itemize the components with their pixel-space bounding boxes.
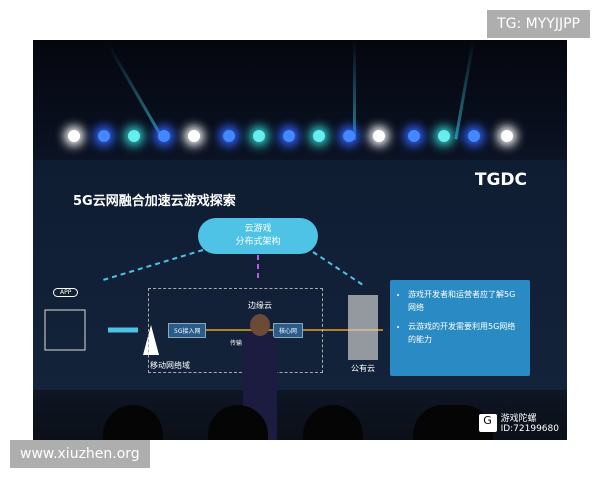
stage-light: [128, 130, 140, 142]
tgdc-logo: TGDC: [474, 170, 527, 190]
stage-light: [408, 130, 420, 142]
light-beam: [353, 40, 356, 140]
stage-light: [68, 130, 80, 142]
cloud-label: 分布式架构: [235, 237, 281, 247]
stage-light: [158, 130, 170, 142]
mobile-network-domain: [148, 288, 323, 373]
audience-head: [103, 405, 163, 440]
stage-light: [253, 130, 265, 142]
slide-title: 5G云网融合加速云游戏探索: [73, 194, 236, 209]
stage-light: [223, 130, 235, 142]
watermark: G 游戏陀螺 ID:72199680: [478, 411, 559, 434]
app-label: APP: [53, 288, 79, 297]
info-box: 游戏开发者和运营者应了解5G网络 云游戏的开发需要利用5G网络的能力: [390, 280, 530, 376]
site-overlay: www.xiuzhen.org: [10, 440, 150, 468]
diagram-arrows: [44, 249, 383, 360]
stage-light: [343, 130, 355, 142]
public-cloud-label: 公有云: [351, 364, 375, 373]
stage-light: [373, 130, 385, 142]
stage-light: [468, 130, 480, 142]
stage-light: [283, 130, 295, 142]
mobile-domain-label: 移动网络域: [150, 361, 190, 370]
stage-light: [438, 130, 450, 142]
watermark-id: ID:72199680: [500, 424, 559, 434]
watermark-name: 游戏陀螺: [500, 414, 537, 424]
light-beam: [454, 40, 475, 140]
presentation-slide: TGDC 5G云网融合加速云游戏探索 云游戏 分布式架构 APP 5G接入网 边…: [33, 160, 567, 390]
cloud-label: 云游戏: [244, 224, 272, 234]
stage-light: [188, 130, 200, 142]
bullet: 游戏开发者和运营者应了解5G网络: [408, 288, 522, 314]
stage-light: [501, 130, 513, 142]
stage-light: [98, 130, 110, 142]
core-network: 核心网: [273, 323, 304, 338]
audience-head: [303, 405, 363, 440]
cloud-gaming-cloud: 云游戏 分布式架构: [198, 218, 318, 254]
access-network: 5G接入网: [168, 323, 207, 338]
stage-photo: TGDC 5G云网融合加速云游戏探索 云游戏 分布式架构 APP 5G接入网 边…: [33, 40, 567, 440]
gyroscope-logo-icon: G: [478, 413, 497, 432]
bullet: 云游戏的开发需要利用5G网络的能力: [408, 320, 522, 346]
stage-light: [313, 130, 325, 142]
transport-label: 传输: [230, 340, 243, 347]
light-beam: [108, 45, 161, 135]
tg-overlay: TG: MYYJJPP: [487, 10, 590, 38]
edge-cloud-label: 边缘云: [248, 301, 272, 310]
